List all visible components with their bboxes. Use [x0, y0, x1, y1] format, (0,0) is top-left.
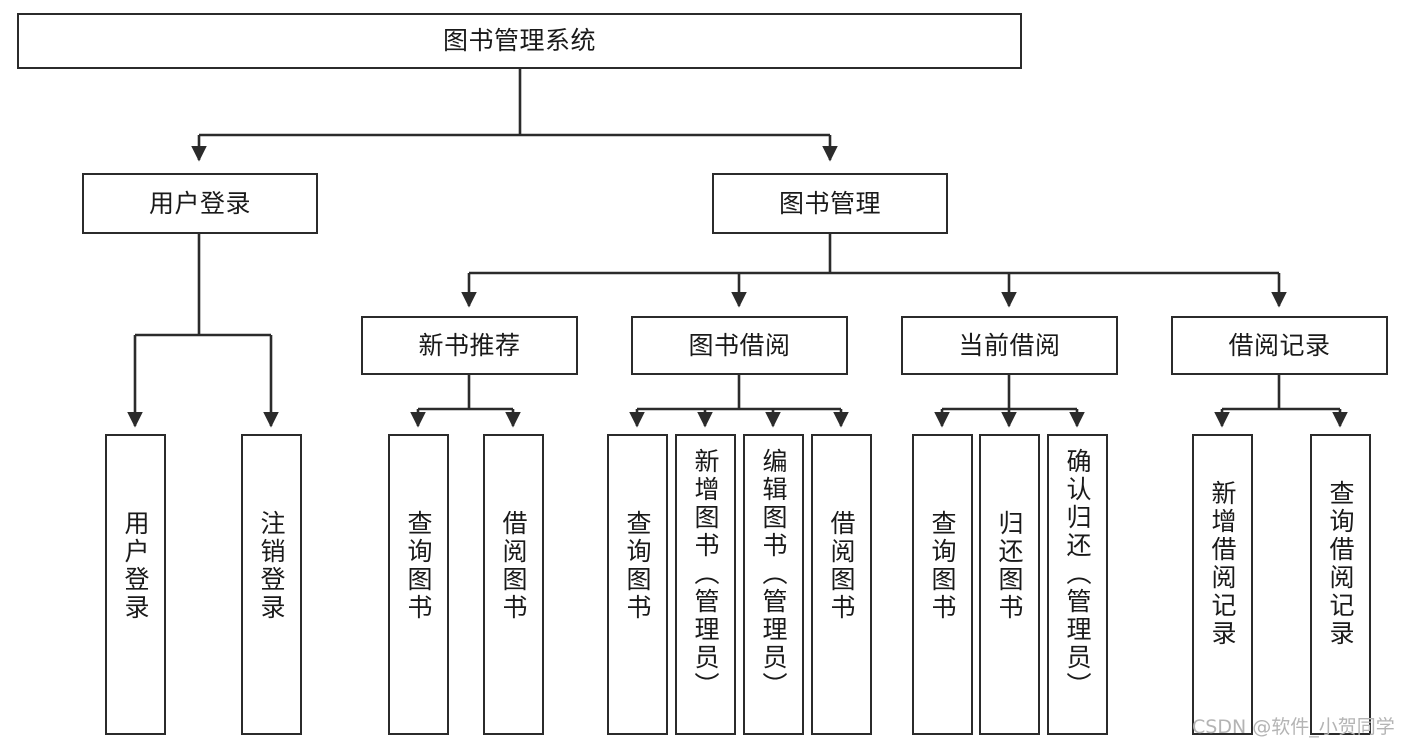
- node-label: 借阅图书: [499, 510, 528, 622]
- node-label: 借阅图书: [827, 510, 856, 622]
- leaf-confirm-return[interactable]: 确认归还（管理员）: [1047, 434, 1108, 735]
- node-label: 用户登录: [121, 510, 150, 622]
- csdn-watermark: CSDN @软件_小贺同学: [1192, 716, 1395, 738]
- leaf-query-book-recommend[interactable]: 查询图书: [388, 434, 449, 735]
- node-label: 新增图书（管理员）: [691, 448, 720, 700]
- node-label: 图书管理: [778, 188, 881, 218]
- node-label: 用户登录: [148, 188, 251, 218]
- leaf-query-borrow-record[interactable]: 查询借阅记录: [1310, 434, 1371, 735]
- leaf-add-book[interactable]: 新增图书（管理员）: [675, 434, 736, 735]
- node-new-book-recommend[interactable]: 新书推荐: [361, 316, 578, 375]
- node-user-login[interactable]: 用户登录: [82, 173, 318, 234]
- node-label: 图书借阅: [688, 330, 791, 360]
- leaf-edit-book[interactable]: 编辑图书（管理员）: [743, 434, 804, 735]
- leaf-return-book[interactable]: 归还图书: [979, 434, 1040, 735]
- leaf-borrow-book-recommend[interactable]: 借阅图书: [483, 434, 544, 735]
- node-label: 图书管理系统: [442, 26, 596, 56]
- node-label: 编辑图书（管理员）: [759, 448, 788, 700]
- leaf-add-borrow-record[interactable]: 新增借阅记录: [1192, 434, 1253, 735]
- leaf-query-book-borrow[interactable]: 查询图书: [607, 434, 668, 735]
- node-label: 新增借阅记录: [1208, 480, 1237, 648]
- node-label: 查询借阅记录: [1326, 480, 1355, 648]
- node-label: 归还图书: [995, 510, 1024, 622]
- node-label: 新书推荐: [418, 330, 521, 360]
- node-label: 确认归还（管理员）: [1063, 448, 1092, 700]
- node-root-system[interactable]: 图书管理系统: [17, 13, 1022, 69]
- node-label: 查询图书: [928, 510, 957, 622]
- leaf-user-login[interactable]: 用户登录: [105, 434, 166, 735]
- node-book-management[interactable]: 图书管理: [712, 173, 948, 234]
- node-label: 查询图书: [623, 510, 652, 622]
- node-label: 注销登录: [257, 510, 286, 622]
- leaf-query-book-current[interactable]: 查询图书: [912, 434, 973, 735]
- node-label: 查询图书: [404, 510, 433, 622]
- leaf-logout-login[interactable]: 注销登录: [241, 434, 302, 735]
- node-borrow-record[interactable]: 借阅记录: [1171, 316, 1388, 375]
- leaf-borrow-book[interactable]: 借阅图书: [811, 434, 872, 735]
- node-label: 借阅记录: [1228, 330, 1331, 360]
- node-current-borrow[interactable]: 当前借阅: [901, 316, 1118, 375]
- node-book-borrow[interactable]: 图书借阅: [631, 316, 848, 375]
- node-label: 当前借阅: [958, 330, 1061, 360]
